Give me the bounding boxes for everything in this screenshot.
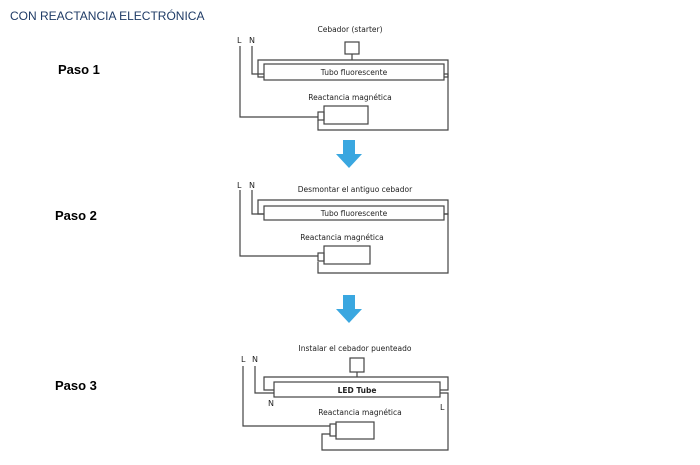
install-bridged-starter-caption: Instalar el cebador puenteado — [299, 344, 412, 353]
wires — [242, 366, 449, 451]
n-terminal-label: N — [249, 36, 255, 45]
ballast-box — [323, 105, 369, 125]
wires — [239, 46, 449, 131]
step-1-label: Paso 1 — [58, 62, 100, 77]
ballast-box — [335, 421, 375, 440]
step-1-wiring-diagram: Cebador (starter) L N Tubo fluorescente … — [237, 25, 449, 131]
tube-label: Tubo fluorescente — [320, 68, 388, 77]
ballast-label: Reactancia magnética — [318, 408, 401, 417]
l-terminal-label: L — [237, 181, 242, 190]
down-arrow-icon — [336, 140, 362, 168]
ballast-label: Reactancia magnética — [300, 233, 383, 242]
remove-starter-caption: Desmontar el antiguo cebador — [298, 185, 413, 194]
starter-wire — [263, 372, 449, 391]
tube-end-n-label: N — [268, 399, 274, 408]
step-3-label: Paso 3 — [55, 378, 97, 393]
ballast-box — [323, 245, 371, 265]
section-title: CON REACTANCIA ELECTRÓNICA — [10, 9, 205, 23]
bridged-starter-box — [349, 357, 365, 373]
tube — [263, 63, 445, 81]
l-terminal-label: L — [241, 355, 246, 364]
n-terminal-label: N — [252, 355, 258, 364]
starter-wire — [257, 54, 449, 78]
step-3-wiring-diagram: Instalar el cebador puenteado L N LED Tu… — [241, 344, 449, 451]
l-terminal-label: L — [237, 36, 242, 45]
down-arrow-icon — [336, 295, 362, 323]
tube-label: Tubo fluorescente — [320, 209, 388, 218]
starter-box — [344, 41, 360, 55]
led-tube-label: LED Tube — [338, 386, 377, 395]
ballast-label: Reactancia magnética — [308, 93, 391, 102]
led-tube — [273, 381, 441, 398]
tube-end-l-label: L — [440, 403, 445, 412]
step-2-wiring-diagram: Desmontar el antiguo cebador L N Tubo fl… — [237, 181, 449, 274]
n-terminal-label: N — [249, 181, 255, 190]
step-2-label: Paso 2 — [55, 208, 97, 223]
starter-caption: Cebador (starter) — [317, 25, 382, 34]
tube — [263, 205, 445, 221]
wires — [239, 190, 449, 274]
